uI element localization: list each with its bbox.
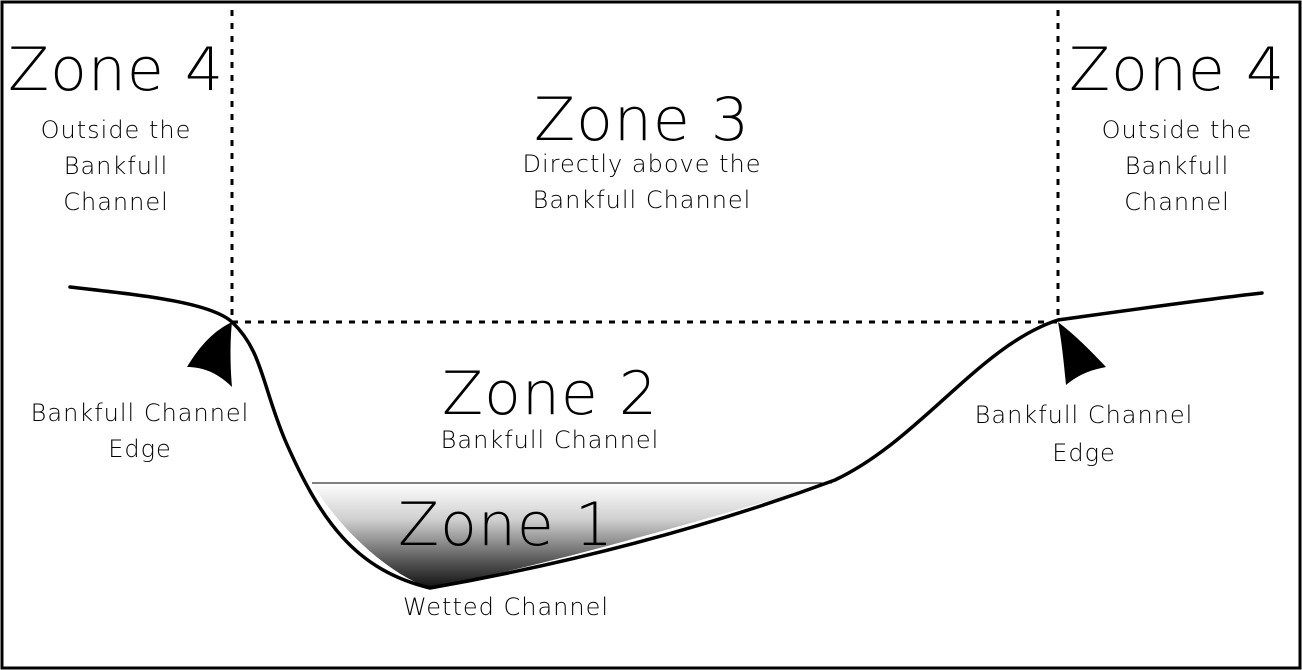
edge-right-line2: Edge xyxy=(1052,439,1116,467)
zone1-line1: Wetted Channel xyxy=(402,593,610,621)
zone4-left-line3: Channel xyxy=(63,188,169,216)
zone4-left-line2: Bankfull xyxy=(63,152,169,180)
zone3-line1: Directly above the xyxy=(522,150,762,178)
zone4-right-line3: Channel xyxy=(1124,188,1230,216)
zone4-right-line2: Bankfull xyxy=(1124,152,1230,180)
water-fill xyxy=(312,483,832,588)
zone2-title: Zone 2 xyxy=(442,359,658,429)
edge-right-line1: Bankfull Channel xyxy=(974,401,1194,429)
zone4-right-title: Zone 4 xyxy=(1069,35,1285,105)
left-edge-arrow-icon xyxy=(187,322,232,387)
zone4-right-line1: Outside the xyxy=(1101,116,1253,144)
zone2-line1: Bankfull Channel xyxy=(440,426,660,454)
zone3-title: Zone 3 xyxy=(534,85,750,155)
ground-profile xyxy=(68,285,1264,590)
edge-left-line2: Edge xyxy=(108,435,172,463)
zone4-left-line1: Outside the xyxy=(40,116,192,144)
zone1-title: Zone 1 xyxy=(398,490,614,560)
edge-left-line1: Bankfull Channel xyxy=(30,399,250,427)
right-edge-arrow-icon xyxy=(1058,322,1106,385)
zone4-left-title: Zone 4 xyxy=(8,35,224,105)
zone3-line2: Bankfull Channel xyxy=(532,186,752,214)
